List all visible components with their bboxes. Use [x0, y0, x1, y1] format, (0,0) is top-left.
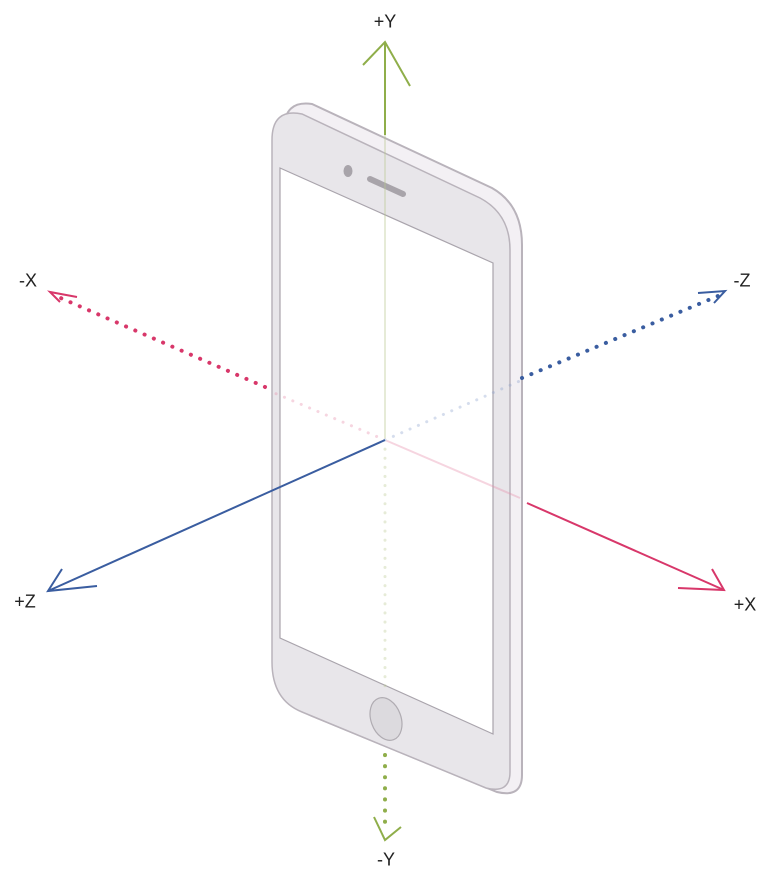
label-pos-y: +Y	[373, 11, 397, 32]
neg-z-axis	[520, 289, 728, 380]
phone-screen	[279, 167, 494, 735]
label-pos-x: +X	[733, 594, 757, 615]
speaker-grille	[367, 176, 406, 197]
home-button-icon	[369, 697, 403, 741]
pos-x-axis	[526, 502, 726, 592]
neg-y-axis	[373, 753, 402, 842]
label-neg-y: -Y	[377, 849, 395, 870]
hidden-axis-segments	[270, 135, 524, 692]
label-neg-x: -X	[19, 270, 37, 291]
pos-z-axis	[46, 439, 386, 593]
pos-y-axis	[362, 40, 411, 135]
neg-x-axis	[47, 290, 267, 389]
label-pos-z: +Z	[14, 591, 36, 612]
label-neg-z: -Z	[733, 270, 751, 291]
front-camera-icon	[343, 165, 353, 177]
